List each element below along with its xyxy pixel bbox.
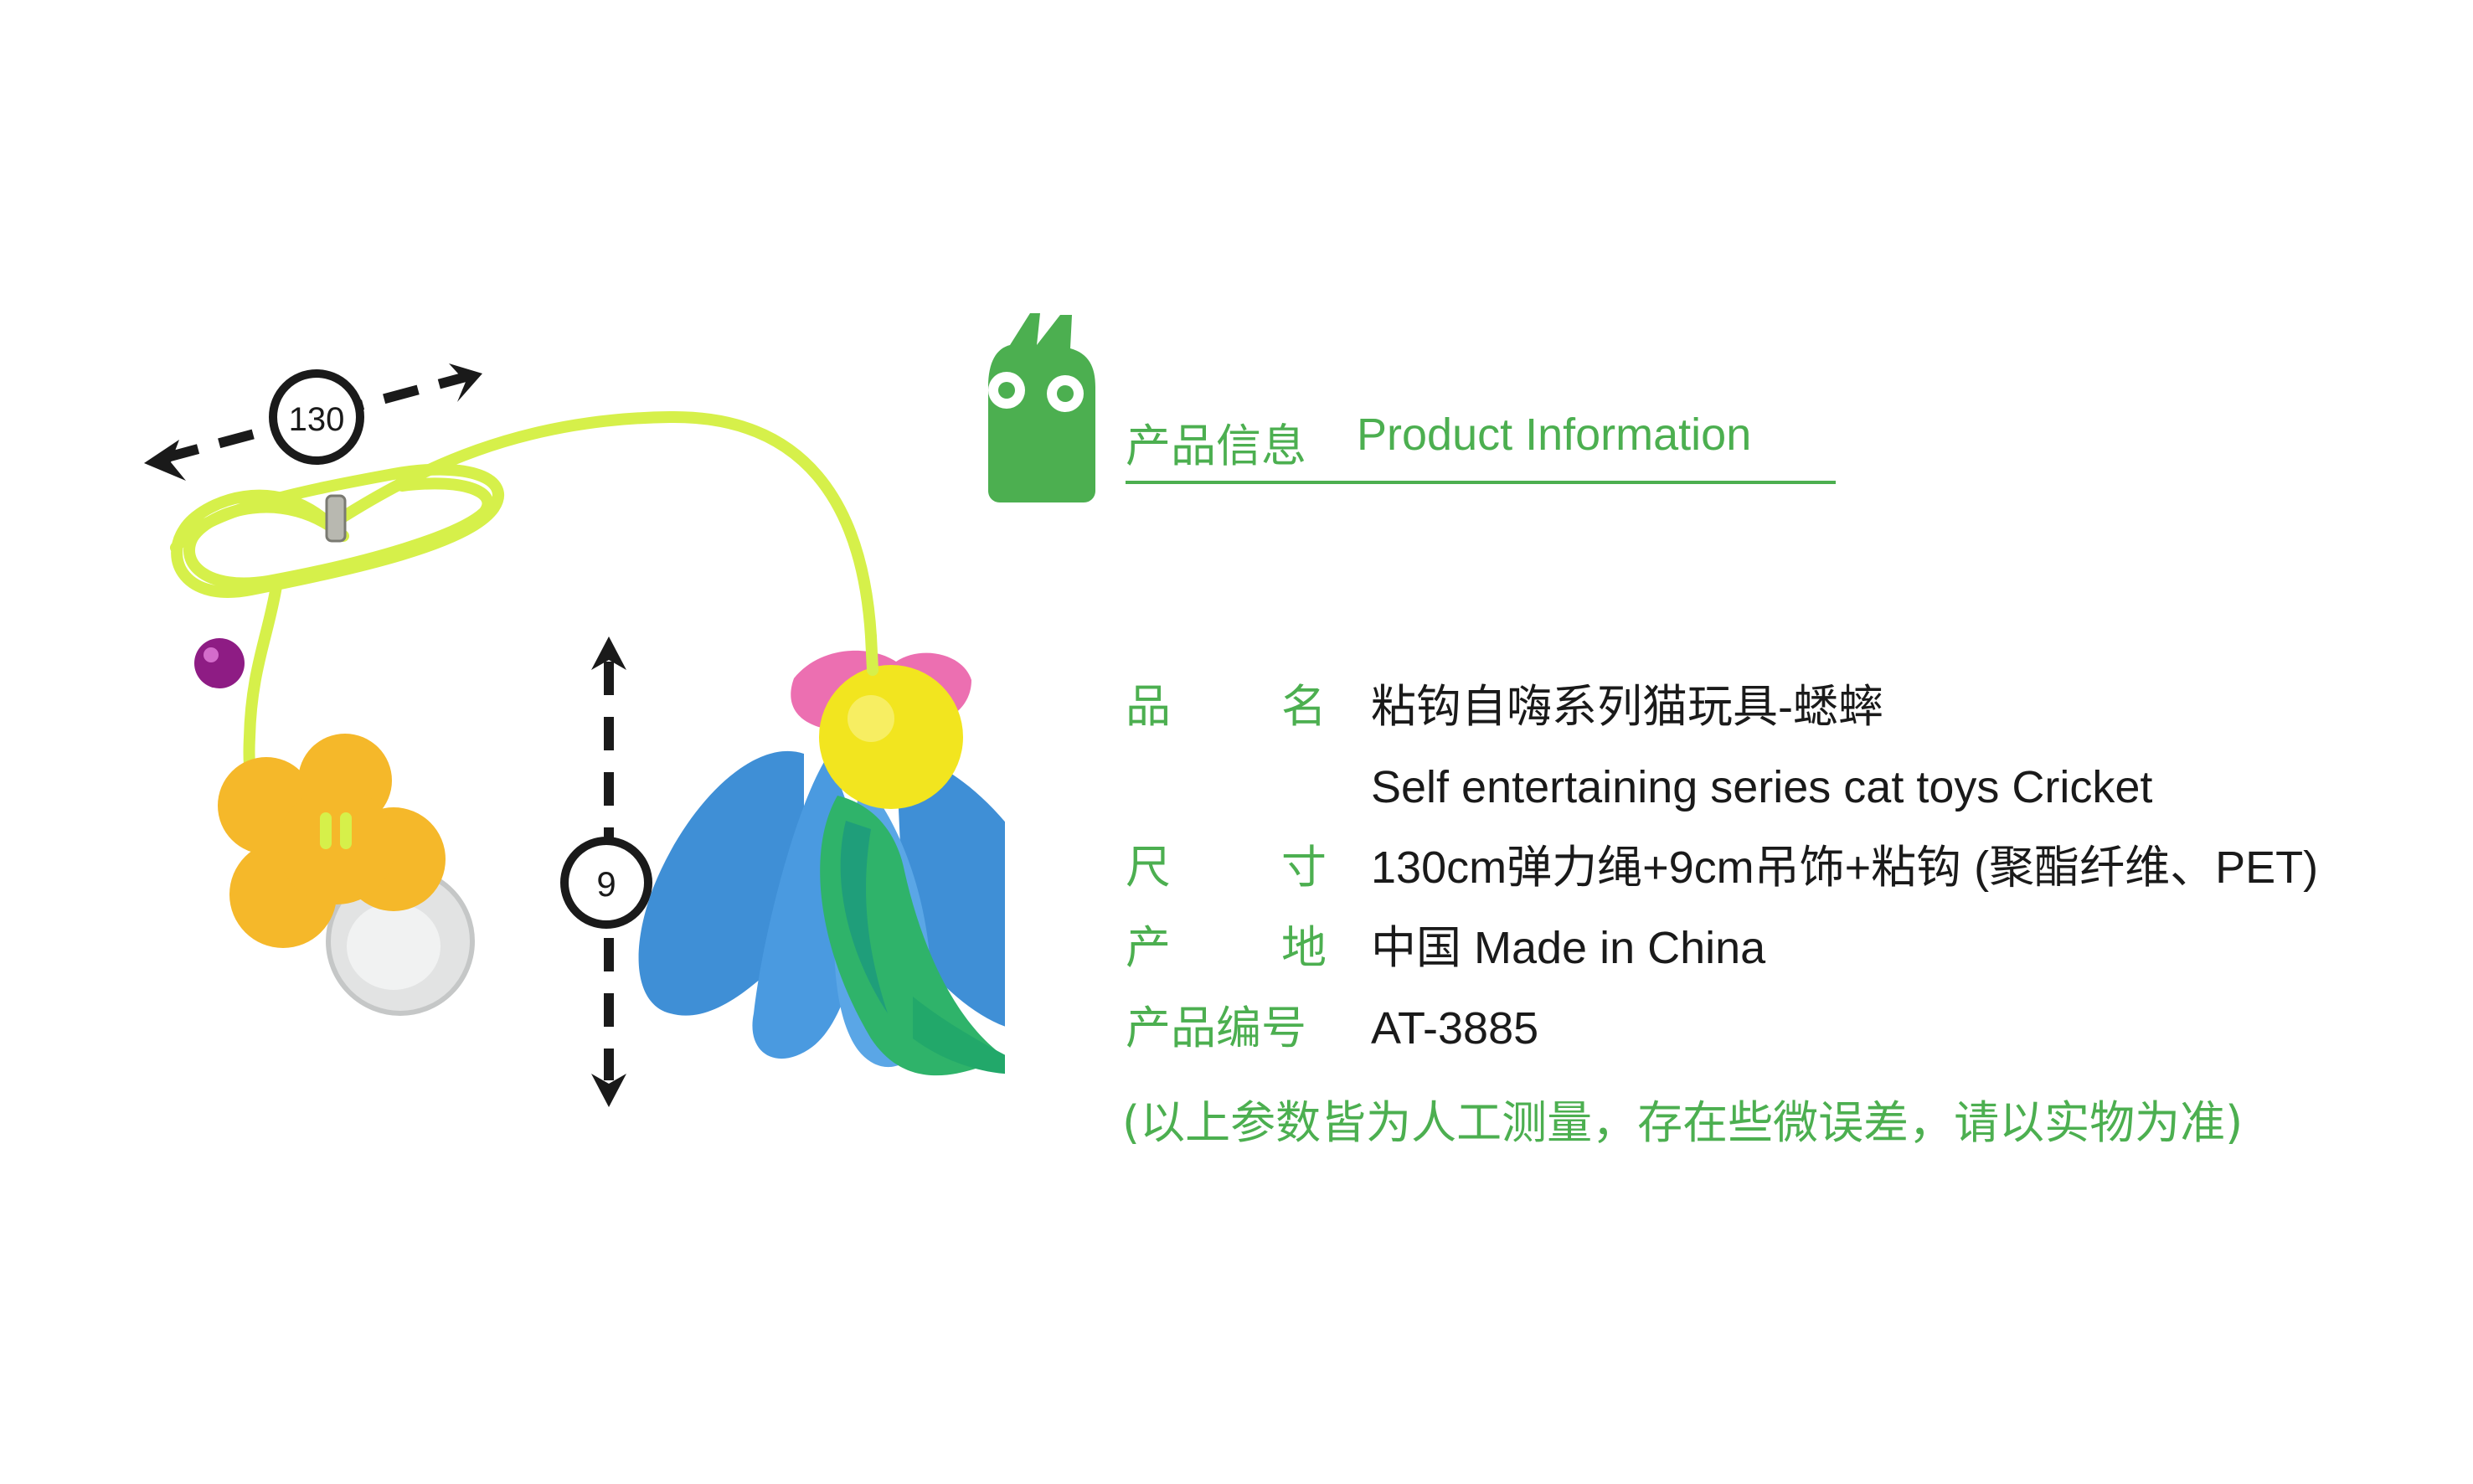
spec-label-origin: 产 地 <box>1126 921 1327 974</box>
header-title-cn: 产品信息 <box>1126 420 1306 472</box>
spec-value-name-en: Self entertaining series cat toys Cricke… <box>1371 762 2153 812</box>
cord-length-dimension: 130 <box>144 363 482 481</box>
spec-value-origin: 中国 Made in China <box>1371 923 1766 973</box>
felt-flower <box>218 734 446 948</box>
header-title-en: Product Information <box>1357 410 1752 460</box>
arrow-left-icon <box>144 440 186 481</box>
spec-label-name: 品 名 <box>1126 680 1327 733</box>
elastic-cord <box>170 410 877 801</box>
spec-label-size: 尺 寸 <box>1126 841 1327 894</box>
brand-mascot-icon <box>988 313 1095 502</box>
bell <box>194 638 245 688</box>
cord-length-label: 130 <box>289 401 345 438</box>
pendant-height-label: 9 <box>596 864 616 904</box>
spec-value-size: 130cm弹力绳+9cm吊饰+粘钩 (聚酯纤维、PET) <box>1371 842 2319 893</box>
pendant-height-dimension: 9 <box>560 636 652 1107</box>
cricket-pendant <box>638 650 1005 1076</box>
spec-value-code: AT-3885 <box>1371 1003 1539 1054</box>
arrow-down-icon <box>591 1074 626 1107</box>
cord-clip <box>325 494 347 543</box>
product-info-header: 产品信息 Product Information <box>1126 400 1836 484</box>
product-photo: 130 9 <box>144 363 1005 1107</box>
spec-label-code: 产品编号 <box>1126 1002 1306 1054</box>
arrow-up-icon <box>591 636 626 670</box>
measurement-disclaimer: (以上参数皆为人工测量，存在些微误差，请以实物为准) <box>1122 1096 2244 1149</box>
arrow-right-icon <box>449 363 482 402</box>
spec-value-name-cn: 粘钩自嗨系列猫玩具-蟋蟀 <box>1371 682 1883 732</box>
